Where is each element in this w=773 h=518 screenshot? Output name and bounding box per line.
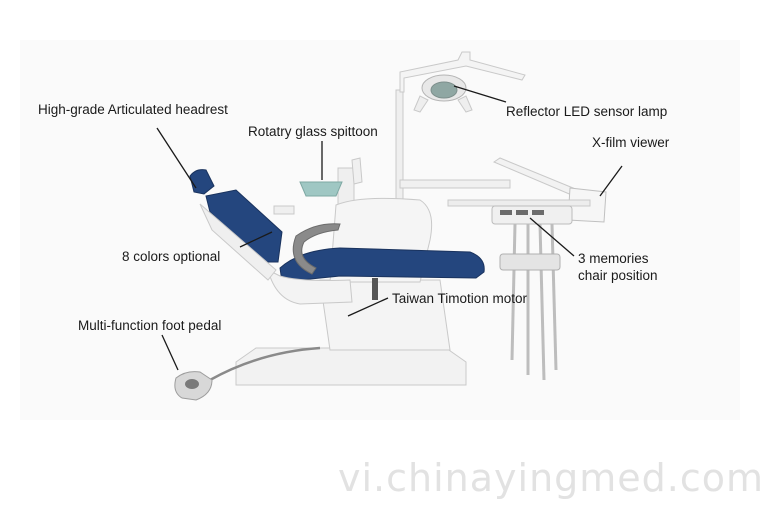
foot-pedal — [174, 346, 321, 401]
lamp-reflector — [430, 81, 458, 99]
callout-memories-line1: 3 memories — [578, 251, 649, 266]
backrest — [205, 189, 283, 263]
lamp-assembly — [395, 51, 526, 201]
spittoon — [299, 157, 363, 209]
chair-upholstery — [189, 169, 485, 305]
callout-xfilm: X-film viewer — [592, 135, 670, 150]
watermark-text: vi.chinayingmed.com — [338, 456, 765, 500]
timotion-motor — [372, 278, 378, 300]
callout-memories-line2: chair position — [578, 268, 658, 283]
chair-base — [235, 197, 467, 386]
callout-colors: 8 colors optional — [122, 249, 221, 264]
callout-lines — [156, 85, 623, 371]
callout-lamp: Reflector LED sensor lamp — [506, 104, 668, 119]
callout-spittoon: Rotatry glass spittoon — [248, 124, 378, 139]
instrument-tray — [399, 157, 607, 381]
armrest — [292, 223, 341, 275]
callout-headrest: High-grade Articulated headrest — [38, 102, 228, 117]
callout-foot-pedal: Multi-function foot pedal — [78, 318, 222, 333]
callout-motor: Taiwan Timotion motor — [392, 291, 528, 306]
